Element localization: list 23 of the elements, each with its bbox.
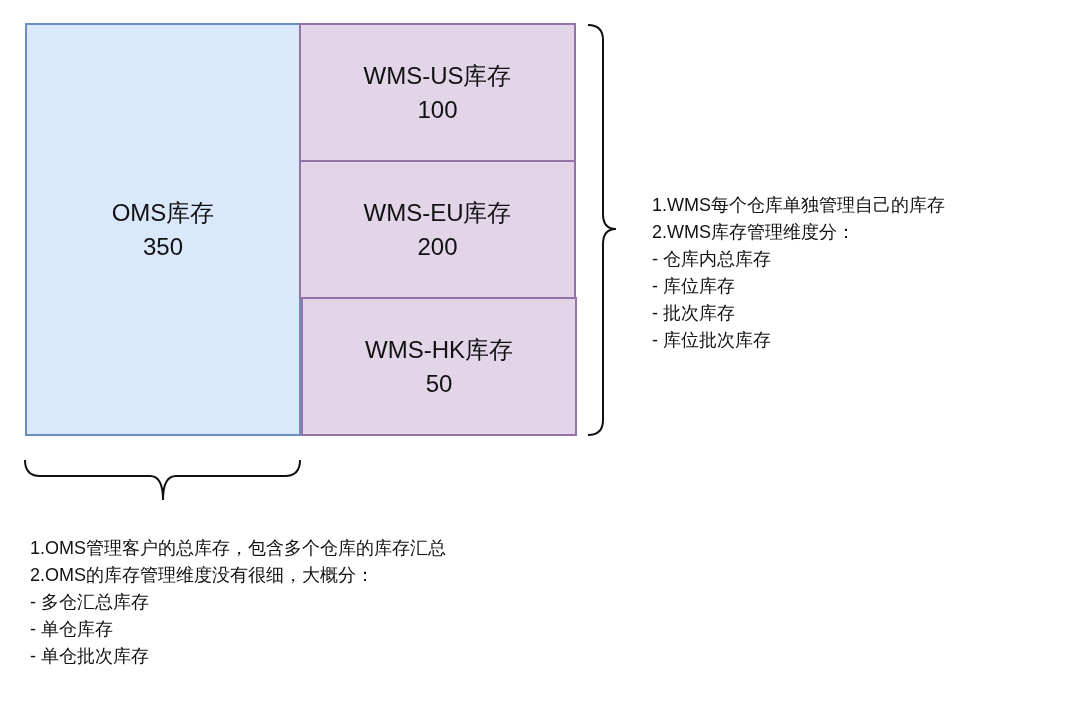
note-text: 2.WMS库存管理维度分： bbox=[652, 221, 855, 244]
inventory-box bbox=[25, 23, 301, 436]
note-text: 1.WMS每个仓库单独管理自己的库存 bbox=[652, 194, 945, 217]
stock-quantity: 350 bbox=[142, 231, 183, 262]
inventory-box bbox=[299, 23, 576, 162]
note-text: - 单仓库存 bbox=[30, 618, 113, 641]
stock-quantity: 100 bbox=[417, 94, 458, 125]
stock-quantity: 200 bbox=[417, 231, 458, 262]
note-text: - 库位库存 bbox=[652, 275, 735, 298]
note-text: - 单仓批次库存 bbox=[30, 645, 149, 668]
stock-name: WMS-HK库存 bbox=[365, 334, 513, 365]
note-text: - 库位批次库存 bbox=[652, 329, 771, 352]
note-text: 2.OMS的库存管理维度没有很细，大概分： bbox=[30, 564, 374, 587]
stock-name: OMS库存 bbox=[111, 197, 215, 228]
stock-name: WMS-EU库存 bbox=[363, 197, 512, 228]
note-text: - 仓库内总库存 bbox=[652, 248, 771, 271]
inventory-box bbox=[301, 297, 577, 436]
stock-quantity: 50 bbox=[425, 368, 453, 399]
note-text: 1.OMS管理客户的总库存，包含多个仓库的库存汇总 bbox=[30, 537, 446, 560]
note-text: - 批次库存 bbox=[652, 302, 735, 325]
stock-name: WMS-US库存 bbox=[363, 60, 512, 91]
inventory-box bbox=[299, 160, 576, 299]
note-text: - 多仓汇总库存 bbox=[30, 591, 149, 614]
